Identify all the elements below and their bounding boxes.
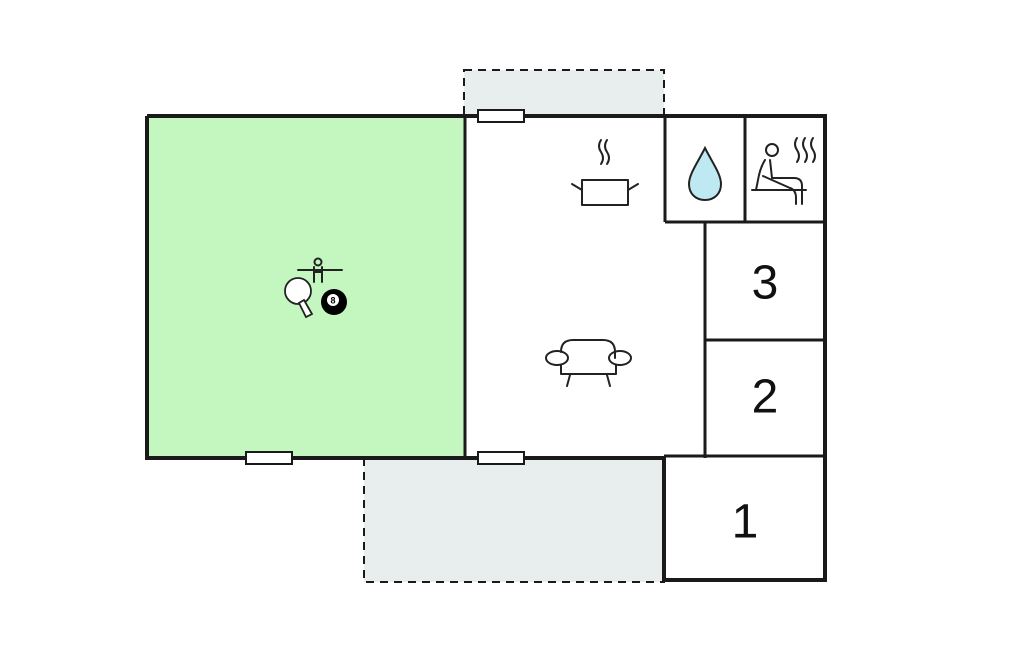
outer-wall [145,114,827,582]
bedroom-1-label: 1 [732,496,759,549]
living-area [465,116,705,458]
sauna-icon [751,137,816,205]
ping-pong-icon [284,277,314,319]
foosball-icon [297,257,343,283]
door-game-room [245,451,293,465]
svg-text:8: 8 [330,295,335,305]
terrace-bottom [363,457,665,583]
sofa-icon [545,339,632,387]
door-top [477,109,525,123]
bedroom-3-label: 3 [752,257,779,310]
billiard-ball-icon: 8 [321,289,347,315]
bedroom-2-label: 2 [752,371,779,424]
terrace-top [463,69,665,117]
cooking-pot-icon [571,139,639,206]
door-living-bottom [477,451,525,465]
water-drop-icon [687,145,723,202]
